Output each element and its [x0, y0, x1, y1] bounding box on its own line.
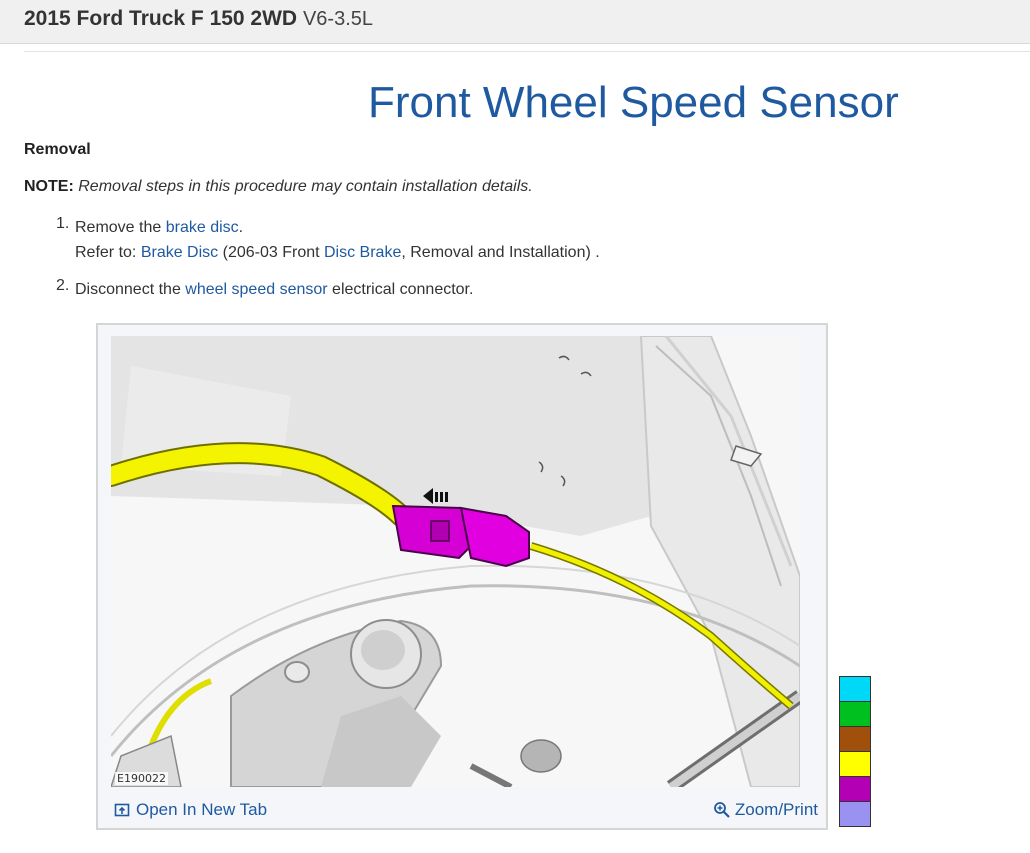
step-text: Remove the [75, 219, 166, 236]
vehicle-title: 2015 Ford Truck F 150 2WD V6-3.5L [24, 7, 373, 31]
note: NOTE: Removal steps in this procedure ma… [24, 178, 533, 196]
brake-disc-ref-link[interactable]: Brake Disc [140, 244, 219, 261]
steps-list: 1. Remove the brake disc. Refer to: Brak… [56, 215, 600, 302]
color-swatch[interactable] [839, 676, 871, 702]
vehicle-name: 2015 Ford Truck F 150 2WD [24, 7, 298, 30]
color-swatch[interactable] [839, 751, 871, 777]
disc-brake-link[interactable]: Disc Brake [324, 244, 402, 261]
top-bar: 2015 Ford Truck F 150 2WD V6-3.5L [0, 0, 1030, 44]
figure-caption: E190022 [115, 772, 168, 785]
refer-text: (206-03 Front [218, 244, 324, 261]
refer-prefix: Refer to: [75, 244, 141, 261]
open-in-new-tab-label: Open In New Tab [136, 800, 268, 819]
step-text: electrical connector. [327, 281, 474, 298]
open-new-tab-icon [114, 803, 130, 817]
section-heading: Removal [24, 141, 91, 158]
page-title: Front Wheel Speed Sensor [368, 78, 899, 127]
figure-panel: E190022 Open In New Tab Zoom/Print [96, 323, 828, 830]
illustration-drawing [111, 336, 800, 787]
color-swatch[interactable] [839, 701, 871, 727]
figure-footer: Open In New Tab Zoom/Print [98, 792, 826, 828]
wheel-speed-sensor-link[interactable]: wheel speed sensor [185, 281, 328, 298]
step-number: 1. [56, 215, 70, 232]
step-text: . [238, 219, 244, 236]
divider [24, 51, 1030, 52]
note-label: NOTE: [24, 178, 74, 195]
color-swatch-panel [839, 676, 871, 827]
step-text: Disconnect the [75, 281, 186, 298]
color-swatch[interactable] [839, 776, 871, 802]
step-item: 1. Remove the brake disc. Refer to: Brak… [56, 215, 600, 265]
color-swatch[interactable] [839, 801, 871, 827]
color-swatch[interactable] [839, 726, 871, 752]
zoom-icon [713, 802, 730, 818]
procedure-illustration: E190022 [111, 336, 800, 787]
refer-text: , Removal and Installation) . [401, 244, 600, 261]
zoom-print-label: Zoom/Print [734, 800, 818, 819]
note-text: Removal steps in this procedure may cont… [78, 178, 533, 195]
step-number: 2. [56, 277, 70, 294]
step-item: 2. Disconnect the wheel speed sensor ele… [56, 277, 600, 302]
brake-disc-link[interactable]: brake disc [165, 219, 239, 236]
vehicle-engine: V6-3.5L [302, 8, 374, 30]
zoom-print-button[interactable]: Zoom/Print [713, 800, 818, 820]
open-in-new-tab-button[interactable]: Open In New Tab [114, 800, 267, 820]
